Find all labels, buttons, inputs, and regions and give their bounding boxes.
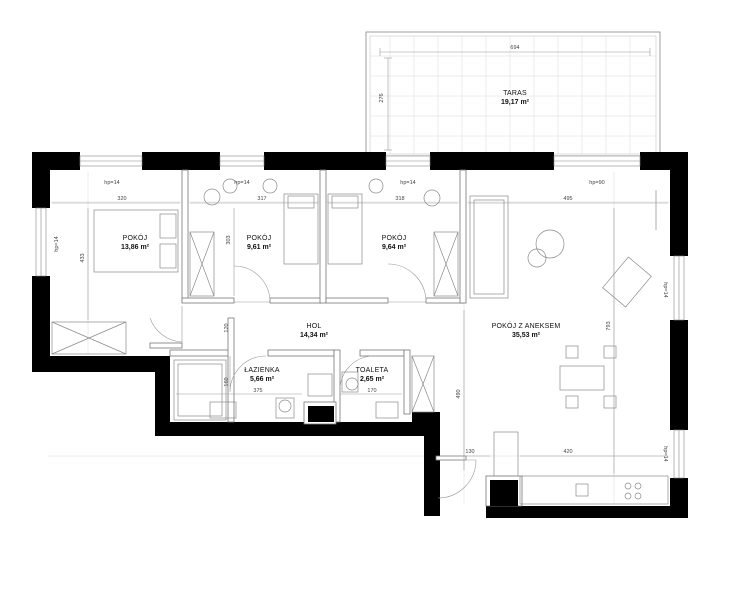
outer-walls <box>32 152 688 518</box>
room-area-pokoj-aneks: 35,53 m² <box>512 332 541 339</box>
dim-pokoj2-width: 317 <box>257 196 266 202</box>
dim-kitchen-left: 130 <box>465 449 474 455</box>
dim-lazienka-depth: 160 <box>224 377 230 386</box>
room-area-hol: 14,34 m² <box>300 332 329 339</box>
window-label-1: hp=14 <box>104 180 119 186</box>
dim-aneks-lower-depth: 490 <box>456 389 462 398</box>
window-label-7: hp=14 <box>662 446 668 461</box>
window-label-2: hp=14 <box>234 180 249 186</box>
room-area-taras: 19,17 m² <box>501 99 530 106</box>
window-label-5: hp=14 <box>54 236 60 251</box>
dim-pokoj3-width: 318 <box>395 196 404 202</box>
dim-pokoj1-width: 320 <box>117 196 126 202</box>
dim-toaleta-width: 170 <box>367 388 376 394</box>
dim-hol-depth: 120 <box>224 323 230 332</box>
dim-lazienka-width: 375 <box>253 388 262 394</box>
dimension-lines <box>52 202 668 474</box>
room-area-pokoj-3: 9,64 m² <box>382 244 407 251</box>
window-label-4: hp=90 <box>589 180 604 186</box>
room-name-lazienka: ŁAZIENKA <box>244 367 280 374</box>
doors <box>149 263 477 499</box>
terrace <box>365 31 661 157</box>
room-area-toaleta: 2,65 m² <box>360 376 385 383</box>
room-area-lazienka: 5,66 m² <box>250 376 275 383</box>
dim-aneks-width: 495 <box>563 196 572 202</box>
dim-aneks-depth: 793 <box>606 321 612 330</box>
dim-pokoj2-depth: 303 <box>226 235 232 244</box>
dim-taras-width: 694 <box>510 45 519 51</box>
dim-kitchen-width: 420 <box>563 449 572 455</box>
living-furniture <box>469 190 669 505</box>
wardrobes <box>51 231 459 413</box>
dim-taras-depth: 276 <box>379 93 385 102</box>
windows <box>35 155 685 479</box>
room-name-pokoj-aneks: POKÓJ Z ANEKSEM <box>492 321 561 330</box>
dim-pokoj1-depth: 433 <box>80 253 86 262</box>
window-label-3: hp=14 <box>400 180 415 186</box>
bathroom-fixtures <box>173 359 399 421</box>
room-area-pokoj-1: 13,86 m² <box>121 244 150 251</box>
room-name-taras: TARAS <box>503 90 527 97</box>
room-name-toaleta: TOALETA <box>356 367 389 374</box>
room-name-pokoj-2: POKÓJ <box>247 233 272 242</box>
window-label-6: hp=14 <box>662 282 668 297</box>
room-name-hol: HOL <box>307 323 322 330</box>
room-area-pokoj-2: 9,61 m² <box>247 244 272 251</box>
partitions <box>149 169 523 507</box>
room-name-pokoj-1: POKÓJ <box>123 233 148 242</box>
room-name-pokoj-3: POKÓJ <box>382 233 407 242</box>
beds <box>93 178 441 273</box>
